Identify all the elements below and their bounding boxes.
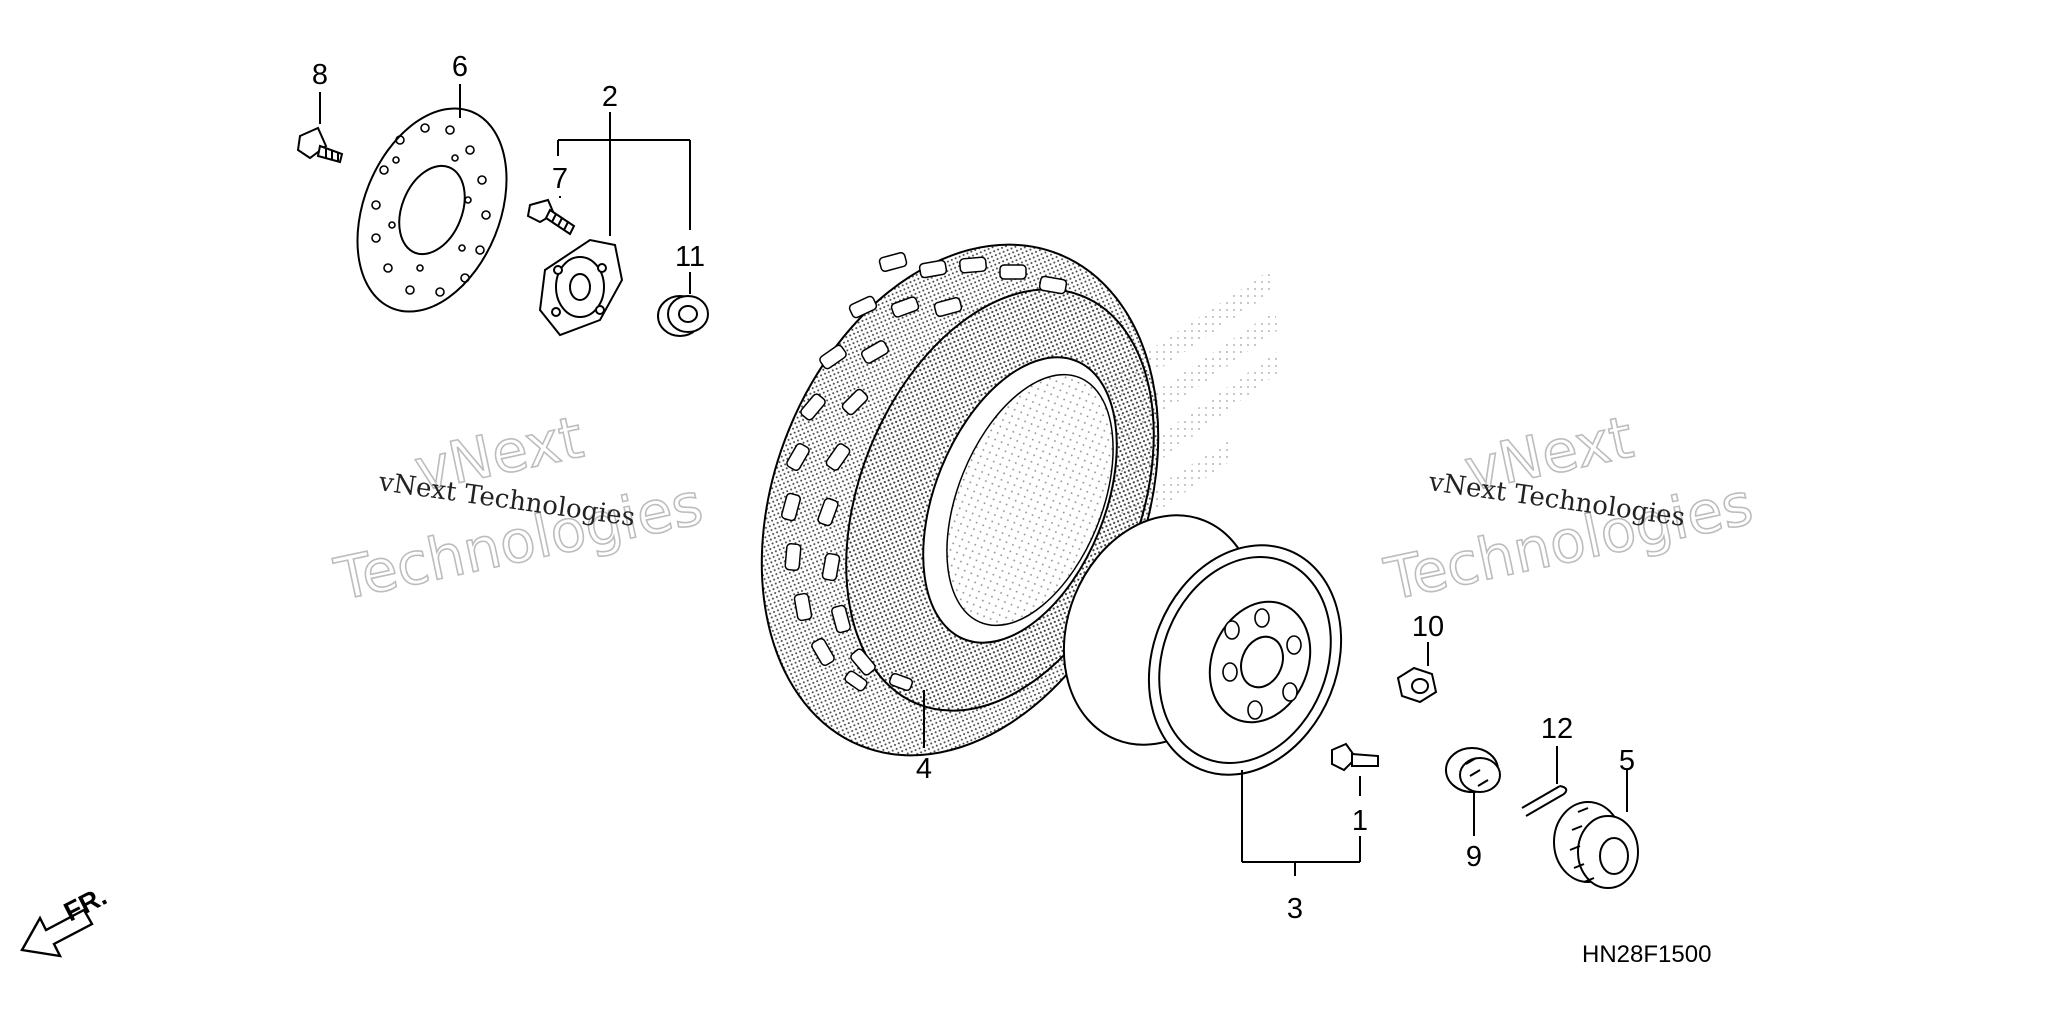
callout-10: 10 — [1412, 611, 1444, 643]
callout-6: 6 — [452, 51, 468, 83]
callout-9: 9 — [1466, 841, 1482, 873]
castle-nut-9[interactable] — [1445, 747, 1501, 793]
callout-1: 1 — [1352, 805, 1368, 837]
bolt-8[interactable] — [296, 126, 344, 164]
callout-7: 7 — [552, 163, 568, 195]
callout-8: 8 — [312, 59, 328, 91]
watermark-left: vNext Technologies vNext Technologies — [328, 402, 709, 614]
callout-12: 12 — [1541, 713, 1573, 745]
front-arrow-icon — [20, 908, 94, 958]
tire-4[interactable] — [689, 185, 1231, 815]
diagram-code: HN28F1500 — [1582, 941, 1711, 968]
watermark-right: vNext Technologies vNext Technologies — [1378, 402, 1759, 614]
callout-4: 4 — [916, 753, 932, 785]
valve-1[interactable] — [1331, 742, 1379, 772]
callout-5: 5 — [1619, 745, 1635, 777]
cotter-pin-12[interactable] — [1521, 785, 1568, 817]
bearing-11[interactable] — [657, 295, 709, 337]
callout-11: 11 — [675, 241, 705, 273]
nut-10[interactable] — [1396, 666, 1438, 704]
callout-3: 3 — [1287, 893, 1303, 925]
brake-disc-6[interactable] — [329, 86, 535, 334]
callout-2: 2 — [602, 81, 618, 113]
wheel-hub-2[interactable] — [538, 238, 624, 337]
leader-lines — [319, 84, 1628, 876]
wheel-rim-3[interactable] — [1030, 486, 1374, 804]
stud-bolt-7[interactable] — [526, 198, 576, 236]
front-direction-indicator: FR. — [20, 881, 111, 958]
hub-cap-5[interactable] — [1553, 801, 1639, 889]
